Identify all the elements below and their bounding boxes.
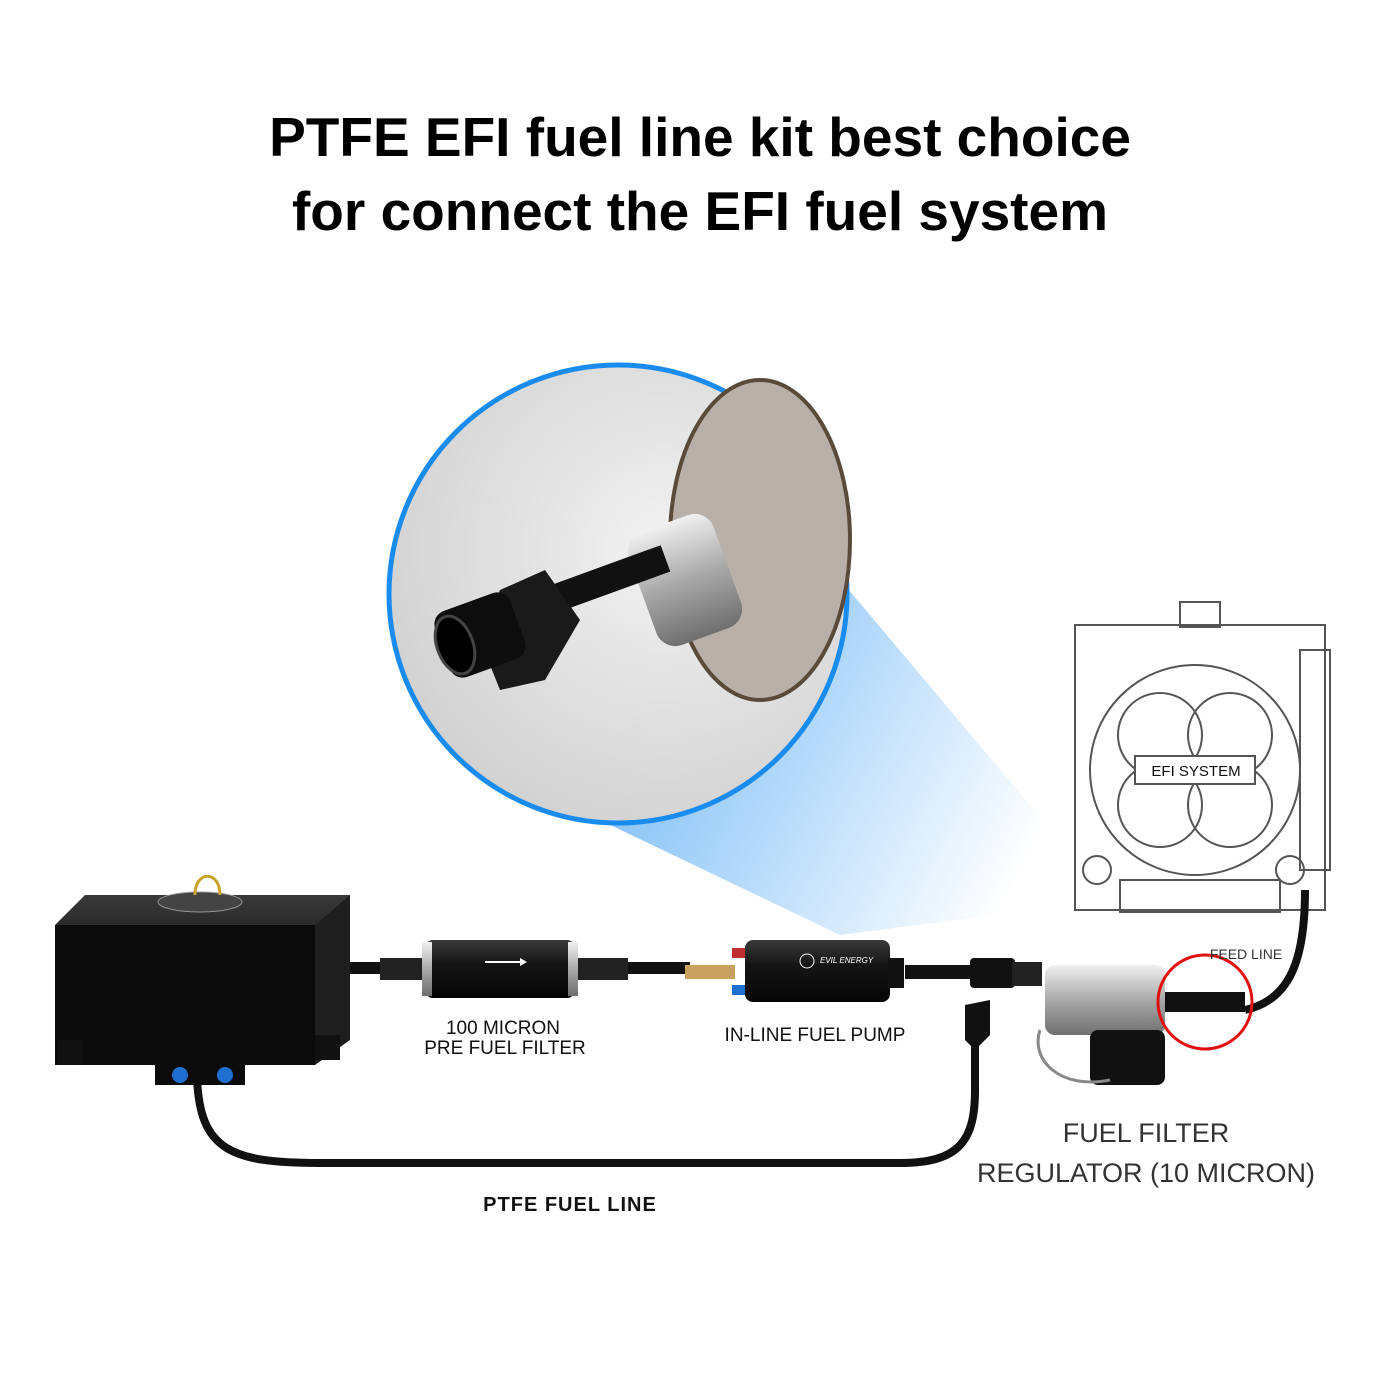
page-title: PTFE EFI fuel line kit best choice for c… xyxy=(0,100,1400,248)
pump-brand-label: EVIL ENERGY xyxy=(820,956,874,965)
inline-fuel-pump: EVIL ENERGY xyxy=(685,940,904,1002)
pre-filter-label-line2: PRE FUEL FILTER xyxy=(424,1038,586,1059)
pre-filter-label-line1: 100 MICRON xyxy=(446,1018,560,1039)
feed-line-hose xyxy=(1244,889,1309,1014)
fuel-tank xyxy=(55,874,350,1085)
regulator-label-line1: FUEL FILTER xyxy=(1063,1118,1230,1148)
pre-fuel-filter xyxy=(380,940,628,998)
fitting-closeup xyxy=(386,362,852,826)
pump-label: IN-LINE FUEL PUMP xyxy=(725,1025,906,1046)
ptfe-fuel-line-label: PTFE FUEL LINE xyxy=(483,1194,657,1216)
efi-system-label: EFI SYSTEM xyxy=(1151,763,1240,780)
feed-line-highlight-circle xyxy=(1156,953,1254,1051)
efi-throttle-body xyxy=(1074,601,1331,913)
fuel-filter-regulator xyxy=(965,958,1245,1085)
title-line-1: PTFE EFI fuel line kit best choice xyxy=(269,106,1131,168)
title-line-2: for connect the EFI fuel system xyxy=(291,180,1108,242)
feed-line-label: FEED LINE xyxy=(1210,946,1282,962)
regulator-label-line2: REGULATOR (10 MICRON) xyxy=(977,1158,1315,1188)
ptfe-return-hose xyxy=(193,1020,979,1167)
